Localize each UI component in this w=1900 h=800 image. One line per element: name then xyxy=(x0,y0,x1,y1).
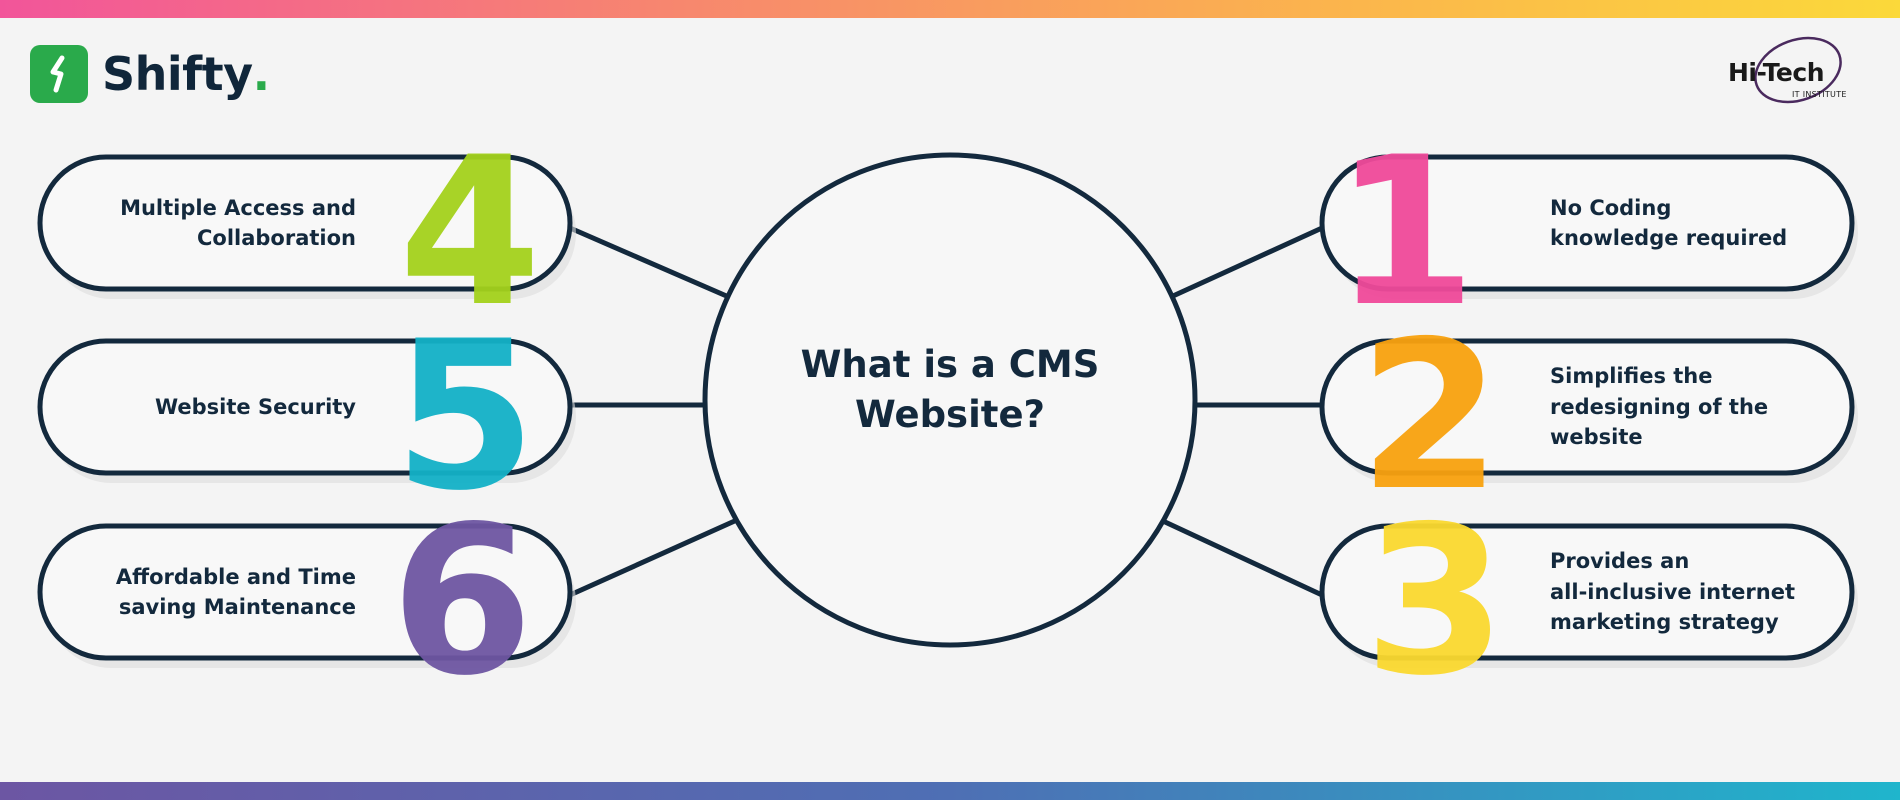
item-label-3: Provides an all-inclusive internet marke… xyxy=(1550,549,1795,635)
pill-5 xyxy=(37,338,573,476)
hitech-logo: Hi-Tech IT INSTITUTE xyxy=(1720,28,1870,108)
connector-line-1 xyxy=(1160,225,1324,304)
center-title-line2: Website? xyxy=(854,392,1046,436)
pill-2 xyxy=(1319,338,1855,476)
item-label-1: No Coding knowledge required xyxy=(1550,195,1788,250)
center-title: What is a CMS Website? xyxy=(700,340,1200,440)
connector-line-3 xyxy=(1148,512,1324,598)
item-label-5: Website Security xyxy=(154,394,356,419)
numeral-6: 6 xyxy=(391,483,534,721)
numeral-2: 2 xyxy=(1359,298,1502,536)
pill-1 xyxy=(1319,154,1855,292)
hitech-swoosh-icon xyxy=(1754,36,1842,104)
shifty-logo: Shifty. xyxy=(30,44,270,104)
pill-4 xyxy=(37,154,573,292)
numeral-3: 3 xyxy=(1364,483,1507,721)
item-pills xyxy=(37,154,1858,668)
pill-3 xyxy=(1319,523,1855,661)
shifty-logo-text: Shifty xyxy=(102,47,253,101)
top-gradient-bar xyxy=(0,0,1900,18)
item-label-2: Simplifies the redesigning of the websit… xyxy=(1550,364,1769,450)
item-label-4: Multiple Access and Collaboration xyxy=(120,195,356,250)
shifty-badge-icon xyxy=(30,45,88,103)
numeral-5: 5 xyxy=(394,298,537,536)
item-numerals: 123 456 xyxy=(391,114,1507,721)
hitech-logo-text: Hi-Tech xyxy=(1728,58,1825,87)
pill-6 xyxy=(37,523,573,661)
numeral-4: 4 xyxy=(399,114,542,352)
item-label-6: Affordable and Time saving Maintenance xyxy=(115,564,356,619)
center-circle xyxy=(702,152,1198,648)
connector-line-6 xyxy=(568,512,750,598)
connector-line-4 xyxy=(569,225,739,304)
hitech-logo-subtitle: IT INSTITUTE xyxy=(1792,90,1847,99)
center-title-line1: What is a CMS xyxy=(800,343,1100,386)
connector-lines xyxy=(568,225,1324,598)
numeral-1: 1 xyxy=(1334,114,1477,352)
bottom-gradient-bar xyxy=(0,782,1900,800)
shifty-logo-dot: . xyxy=(252,47,270,101)
